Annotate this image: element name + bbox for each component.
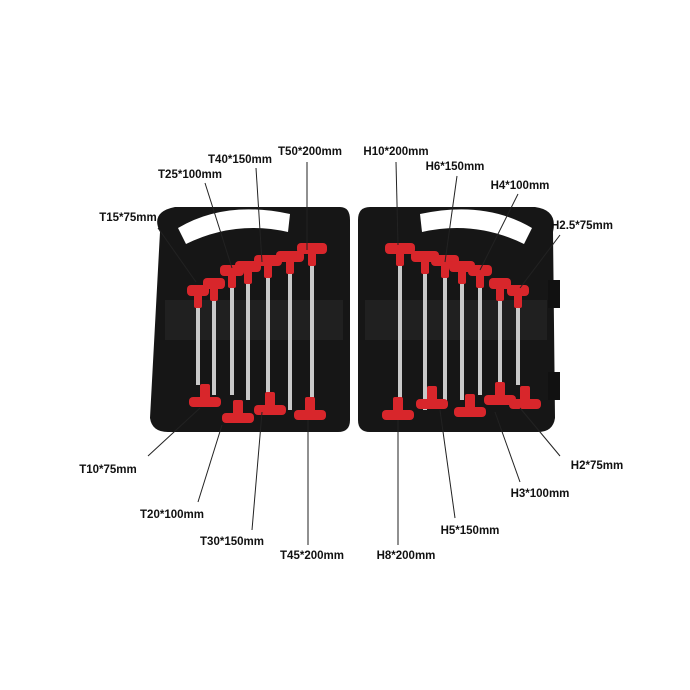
- leader-line: [204, 182, 233, 269]
- t-handle-wrench: [484, 382, 516, 405]
- label-t30: T30*150mm: [200, 536, 264, 548]
- case-handle-cutout-left: [178, 209, 290, 244]
- label-h8: H8*200mm: [376, 550, 436, 562]
- t-handle-wrench: [222, 400, 254, 423]
- leader-line: [439, 409, 456, 519]
- leader-line: [494, 411, 521, 483]
- case-latch: [548, 372, 560, 400]
- t-handle-wrench: [294, 397, 326, 420]
- label-h2: H2*75mm: [570, 460, 624, 472]
- t-handle-wrench: [382, 397, 414, 420]
- leader-line: [147, 407, 201, 457]
- label-h4: H4*100mm: [490, 180, 550, 192]
- case-latch: [548, 280, 560, 308]
- leader-line: [157, 227, 197, 283]
- case-handle-cutout-right: [420, 209, 532, 244]
- t-handle-wrench: [254, 255, 282, 405]
- t-handle-wrench: [454, 394, 486, 417]
- label-h10: H10*200mm: [363, 146, 429, 158]
- label-t25: T25*100mm: [158, 169, 222, 181]
- t-handle-wrench: [189, 384, 221, 407]
- leader-line: [395, 161, 399, 246]
- t-handle-wrench: [416, 386, 448, 409]
- t-handle-wrench: [276, 251, 304, 410]
- leader-line: [197, 424, 223, 503]
- leader-line: [444, 175, 458, 263]
- label-t45: T45*200mm: [280, 550, 344, 562]
- label-t50: T50*200mm: [278, 146, 342, 158]
- leader-line: [255, 167, 263, 263]
- leader-lines: [147, 161, 561, 545]
- label-t20: T20*100mm: [140, 509, 204, 521]
- label-h3: H3*100mm: [510, 488, 570, 500]
- label-h2-5: H2.5*75mm: [550, 220, 614, 232]
- t-handle-wrench: [507, 285, 529, 385]
- t-handle-wrench: [468, 265, 492, 395]
- label-h5: H5*150mm: [440, 525, 500, 537]
- leader-line: [519, 407, 561, 457]
- t-handle-wrench: [509, 386, 541, 409]
- label-t15: T15*75mm: [99, 212, 157, 224]
- t-handle-wrench: [385, 243, 415, 415]
- leader-line: [251, 411, 263, 531]
- t-handle-wrench: [297, 243, 327, 415]
- leader-line: [519, 234, 561, 289]
- label-h6: H6*150mm: [425, 161, 485, 173]
- t-handle-wrench: [203, 278, 225, 395]
- t-handle-wrench: [489, 278, 511, 390]
- label-t10: T10*75mm: [79, 464, 137, 476]
- leader-line: [479, 193, 519, 271]
- label-t40: T40*150mm: [208, 154, 272, 166]
- t-handle-wrench: [187, 285, 209, 385]
